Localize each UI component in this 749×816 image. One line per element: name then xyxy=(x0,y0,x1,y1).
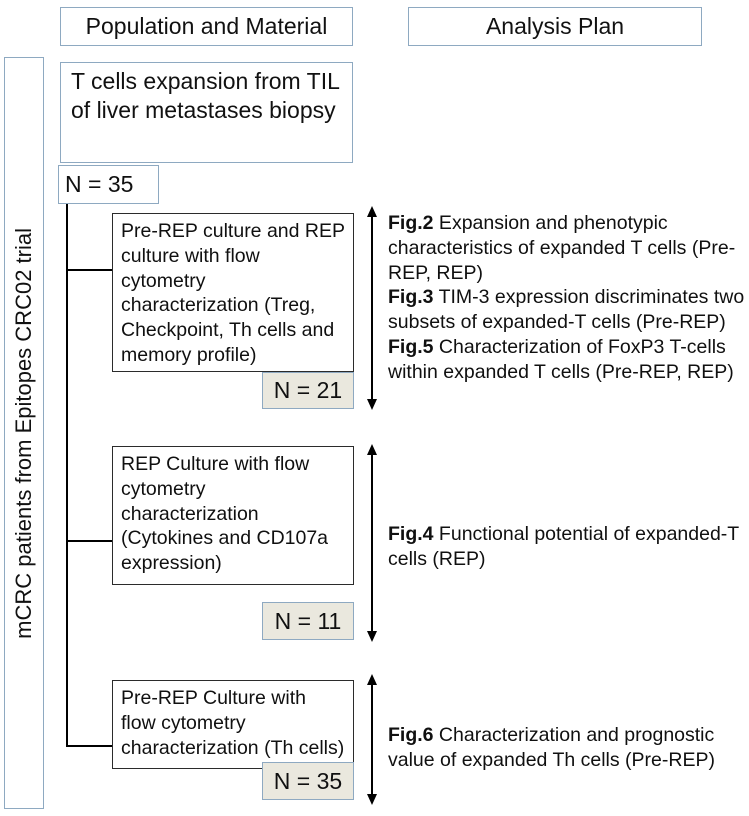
branch-n-label-1: N = 21 xyxy=(273,377,343,403)
plan-text-block-3: Fig.6 Characterization and prognostic va… xyxy=(388,723,748,773)
plan-text-block-1: Fig.2 Expansion and phenotypic character… xyxy=(388,211,748,384)
arrow-shaft-2 xyxy=(371,453,374,633)
source-population-box: T cells expansion from TIL of liver meta… xyxy=(60,62,353,163)
plan-fig-text-5: Characterization of FoxP3 T-cells within… xyxy=(388,335,734,383)
connector-branch-2 xyxy=(66,540,113,542)
span-arrow-1 xyxy=(367,206,378,410)
arrow-head-down-3 xyxy=(367,794,377,805)
source-n-label: N = 35 xyxy=(65,171,134,197)
header-population-label: Population and Material xyxy=(85,12,328,39)
header-analysis-plan: Analysis Plan xyxy=(408,7,702,46)
arrow-head-up-1 xyxy=(367,206,377,217)
connector-branch-1 xyxy=(66,269,113,271)
plan-fig-text-4: Functional potential of expanded-T cells… xyxy=(388,523,739,570)
branch-n-box-3: N = 35 xyxy=(262,762,354,800)
arrow-shaft-3 xyxy=(371,683,374,796)
plan-fig-label-6: Fig.6 xyxy=(388,724,434,746)
plan-fig-text-6: Characterization and prognostic value of… xyxy=(388,724,715,771)
arrow-head-up-2 xyxy=(367,444,377,455)
plan-text-block-2: Fig.4 Functional potential of expanded-T… xyxy=(388,522,748,572)
plan-fig-text-3: TIM-3 expression discriminates two subse… xyxy=(388,286,745,333)
header-population-and-material: Population and Material xyxy=(60,7,353,46)
plan-fig-text-2: Expansion and phenotypic characteristics… xyxy=(388,212,736,284)
arrow-head-up-3 xyxy=(367,674,377,685)
branch-box-rep-culture: REP Culture with flow cytometry characte… xyxy=(112,446,354,585)
plan-entry-fig6: Fig.6 Characterization and prognostic va… xyxy=(388,724,715,771)
arrow-head-down-2 xyxy=(367,631,377,642)
plan-fig-label-3: Fig.3 xyxy=(388,286,434,309)
branch-n-label-2: N = 11 xyxy=(274,607,342,634)
branch-description-1: Pre-REP culture and REP culture with flo… xyxy=(121,220,345,366)
arrow-head-down-1 xyxy=(367,399,377,410)
branch-n-label-3: N = 35 xyxy=(273,767,343,794)
plan-fig-label-4: Fig.4 xyxy=(388,523,434,545)
branch-n-box-2: N = 11 xyxy=(262,602,354,640)
plan-entry-fig4: Fig.4 Functional potential of expanded-T… xyxy=(388,523,739,570)
branch-box-pre-rep-culture: Pre-REP Culture with flow cytometry char… xyxy=(112,680,354,769)
branch-description-2: REP Culture with flow cytometry characte… xyxy=(121,453,329,574)
plan-entry-fig5: Fig.5 Characterization of FoxP3 T-cells … xyxy=(388,336,734,383)
plan-fig-label-5: Fig.5 xyxy=(388,335,434,358)
source-population-text: T cells expansion from TIL of liver meta… xyxy=(71,68,340,124)
cohort-side-label: mCRC patients from Epitopes CRC02 trial xyxy=(4,57,44,809)
branch-description-3: Pre-REP Culture with flow cytometry char… xyxy=(121,687,345,759)
plan-entry-fig2: Fig.2 Expansion and phenotypic character… xyxy=(388,212,735,284)
arrow-shaft-1 xyxy=(371,215,374,401)
span-arrow-2 xyxy=(367,444,378,642)
span-arrow-3 xyxy=(367,674,378,805)
source-n-box: N = 35 xyxy=(58,165,159,204)
cohort-side-label-text: mCRC patients from Epitopes CRC02 trial xyxy=(11,227,36,639)
header-analysis-label: Analysis Plan xyxy=(485,12,625,39)
connector-trunk xyxy=(66,204,68,746)
plan-entry-fig3: Fig.3 TIM-3 expression discriminates two… xyxy=(388,286,744,333)
branch-n-box-1: N = 21 xyxy=(262,372,354,409)
connector-branch-3 xyxy=(66,745,113,747)
branch-box-pre-rep-and-rep: Pre-REP culture and REP culture with flo… xyxy=(112,213,354,372)
plan-fig-label-2: Fig.2 xyxy=(388,212,434,234)
